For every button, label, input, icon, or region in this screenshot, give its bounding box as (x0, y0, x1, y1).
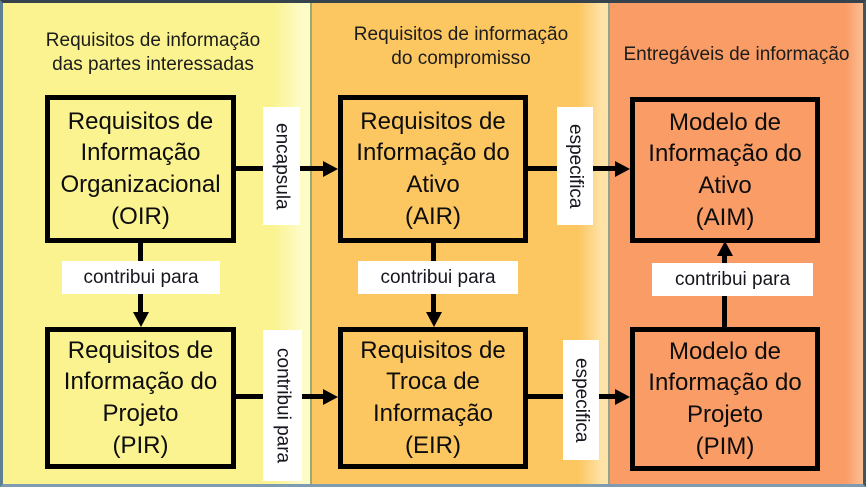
arrow-pim-to-aim-head-icon (716, 241, 733, 256)
arrow-air-to-eir-head-icon (425, 312, 442, 327)
node-pim: Modelo de Informação do Projeto (PIM) (630, 327, 820, 471)
column-header-deliverables: Entregáveis de informação (623, 44, 850, 65)
edge-label-encapsula: encapsula (263, 107, 300, 225)
edge-label-especifica-eir-pim: especifica (563, 340, 599, 460)
arrow-air-to-aim-head-icon (615, 160, 630, 177)
edge-label-contribui-oir-pir: contribui para (62, 261, 220, 294)
node-aim: Modelo de Informação do Ativo (AIM) (630, 97, 820, 243)
node-air: Requisitos de Informação do Ativo (AIR) (338, 95, 528, 243)
arrow-oir-to-air-head-icon (323, 160, 338, 177)
column-header-stakeholders: Requisitos de informação das partes inte… (45, 30, 261, 75)
column-header-appointment: Requisitos de informação do compromisso (353, 24, 569, 69)
edge-label-contribui-air-eir: contribui para (358, 261, 518, 294)
edge-label-especifica-air-aim: especifica (557, 107, 593, 225)
node-oir: Requisitos de Informação Organizacional … (45, 95, 236, 243)
node-pir: Requisitos de Informação do Projeto (PIR… (45, 327, 236, 469)
edge-label-contribui-pir-eir: contribui para (263, 330, 302, 481)
arrow-eir-to-pim-head-icon (615, 388, 630, 405)
arrow-pir-to-eir-head-icon (323, 388, 338, 405)
arrow-oir-to-pir-head-icon (132, 312, 149, 327)
node-eir: Requisitos de Troca de Informação (EIR) (338, 327, 528, 469)
edge-label-contribui-pim-aim: contribui para (652, 263, 813, 296)
